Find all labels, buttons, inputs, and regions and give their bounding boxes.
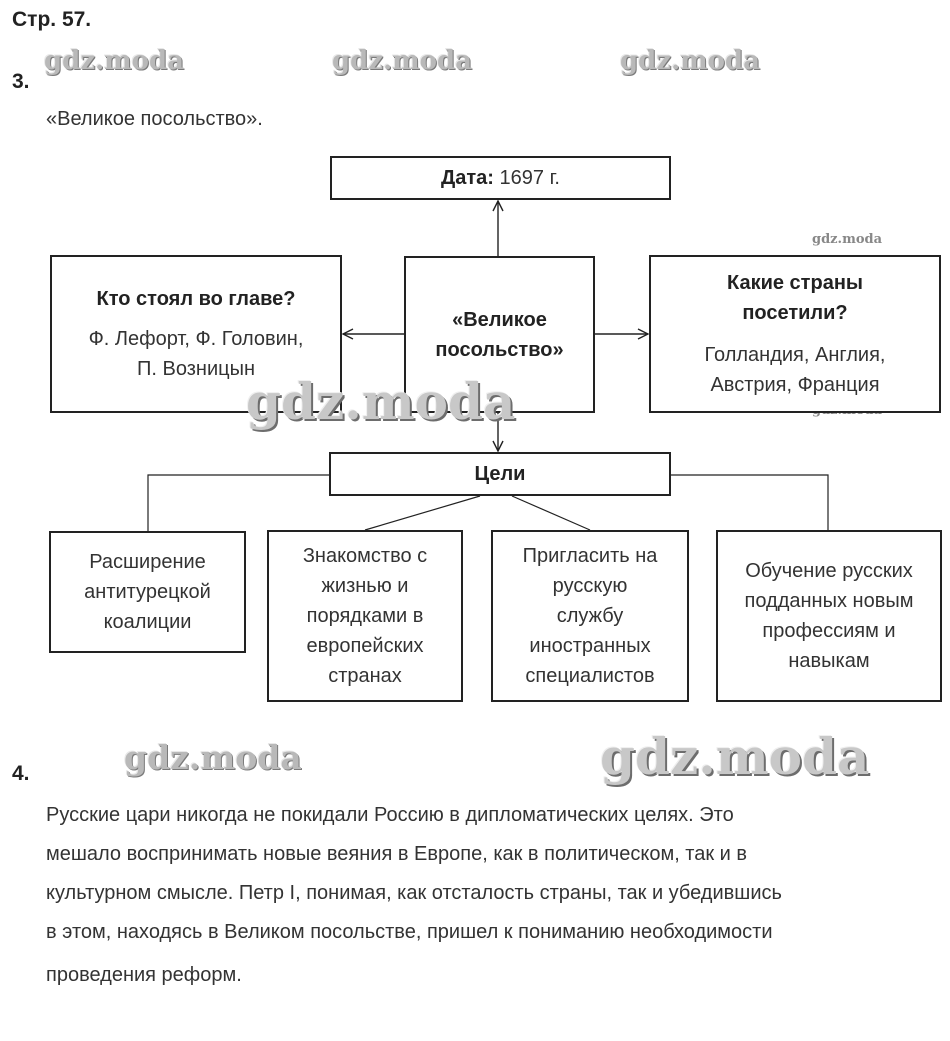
countries-box: Какие страны посетили? Голландия, Англия… [649, 255, 941, 413]
goals-title-box: Цели [329, 452, 671, 496]
leader-title: Кто стоял во главе? [96, 288, 296, 310]
watermark-logo: gdz.moda [620, 46, 761, 76]
task-3-intro: «Великое посольство». [46, 108, 263, 130]
goals-title: Цели [474, 463, 526, 485]
goal-4-line: подданных новым [744, 590, 914, 612]
watermark-logo: gdz.moda [246, 372, 516, 431]
center-title-line1: «Великое [452, 308, 547, 331]
goal-1-line: коалиции [103, 611, 192, 633]
leader-line1: Ф. Лефорт, Ф. Головин, [88, 328, 304, 350]
page-number: Стр. 57. [12, 8, 92, 31]
paragraph-line: проведения реформ. [46, 964, 242, 986]
watermark-logo: gdz.moda [812, 232, 883, 247]
center-title-line2: посольство» [435, 338, 564, 361]
goal-2-line: жизнью и [321, 575, 409, 597]
watermark-logo: gdz.moda [44, 46, 185, 76]
goal-2-line: порядками в [306, 605, 424, 627]
goal-4-line: Обучение русских [745, 560, 913, 582]
goal-3-line: иностранных [529, 635, 651, 657]
watermark-logo: gdz.moda [600, 727, 870, 786]
center-box: «Великое посольство» [404, 256, 595, 413]
goal-4-line: навыкам [788, 650, 870, 672]
goal-1-line: антитурецкой [84, 581, 211, 603]
paragraph-line: мешало воспринимать новые веяния в Европ… [46, 843, 748, 865]
task-3-number: 3. [12, 70, 30, 93]
goal-2-line: Знакомство с [302, 545, 428, 567]
goal-box-3: Пригласить на русскую службу иностранных… [491, 530, 689, 702]
goal-3-line: Пригласить на [522, 545, 658, 567]
goal-2-line: странах [328, 665, 402, 687]
date-label: Дата: [441, 167, 494, 189]
line-goal-1 [147, 474, 330, 532]
goal-3-line: службу [556, 605, 624, 627]
task-4-number: 4. [12, 762, 30, 785]
date-box: Дата: 1697 г. [330, 156, 671, 200]
paragraph-line: культурном смысле. Петр I, понимая, как … [46, 882, 782, 904]
goal-2-line: европейских [306, 635, 424, 657]
countries-line1: Голландия, Англия, [704, 344, 886, 366]
countries-title-line1: Какие страны [727, 272, 863, 294]
countries-title-line2: посетили? [742, 302, 848, 324]
goal-3-line: русскую [552, 575, 628, 597]
goal-box-2: Знакомство с жизнью и порядками в европе… [267, 530, 463, 702]
paragraph-line: в этом, находясь в Великом посольстве, п… [46, 921, 773, 943]
goal-3-line: специалистов [525, 665, 655, 687]
watermark-logo: gdz.moda [332, 46, 473, 76]
task-4-text: Русские цари никогда не покидали Россию … [46, 796, 926, 995]
paragraph-line: Русские цари никогда не покидали Россию … [46, 804, 734, 826]
goal-1-line: Расширение [89, 551, 206, 573]
leader-line2: П. Возницын [137, 358, 255, 380]
date-value: 1697 г. [499, 167, 560, 189]
goal-4-line: профессиям и [762, 620, 896, 642]
countries-line2: Австрия, Франция [710, 374, 880, 396]
watermark-logo: gdz.moda [124, 738, 302, 777]
line-goal-2 [364, 495, 481, 531]
goal-box-1: Расширение антитурецкой коалиции [49, 531, 246, 653]
line-goal-3 [511, 495, 591, 531]
goal-box-4: Обучение русских подданных новым професс… [716, 530, 942, 702]
line-goal-4 [670, 474, 829, 530]
leader-box: Кто стоял во главе? Ф. Лефорт, Ф. Голови… [50, 255, 342, 413]
